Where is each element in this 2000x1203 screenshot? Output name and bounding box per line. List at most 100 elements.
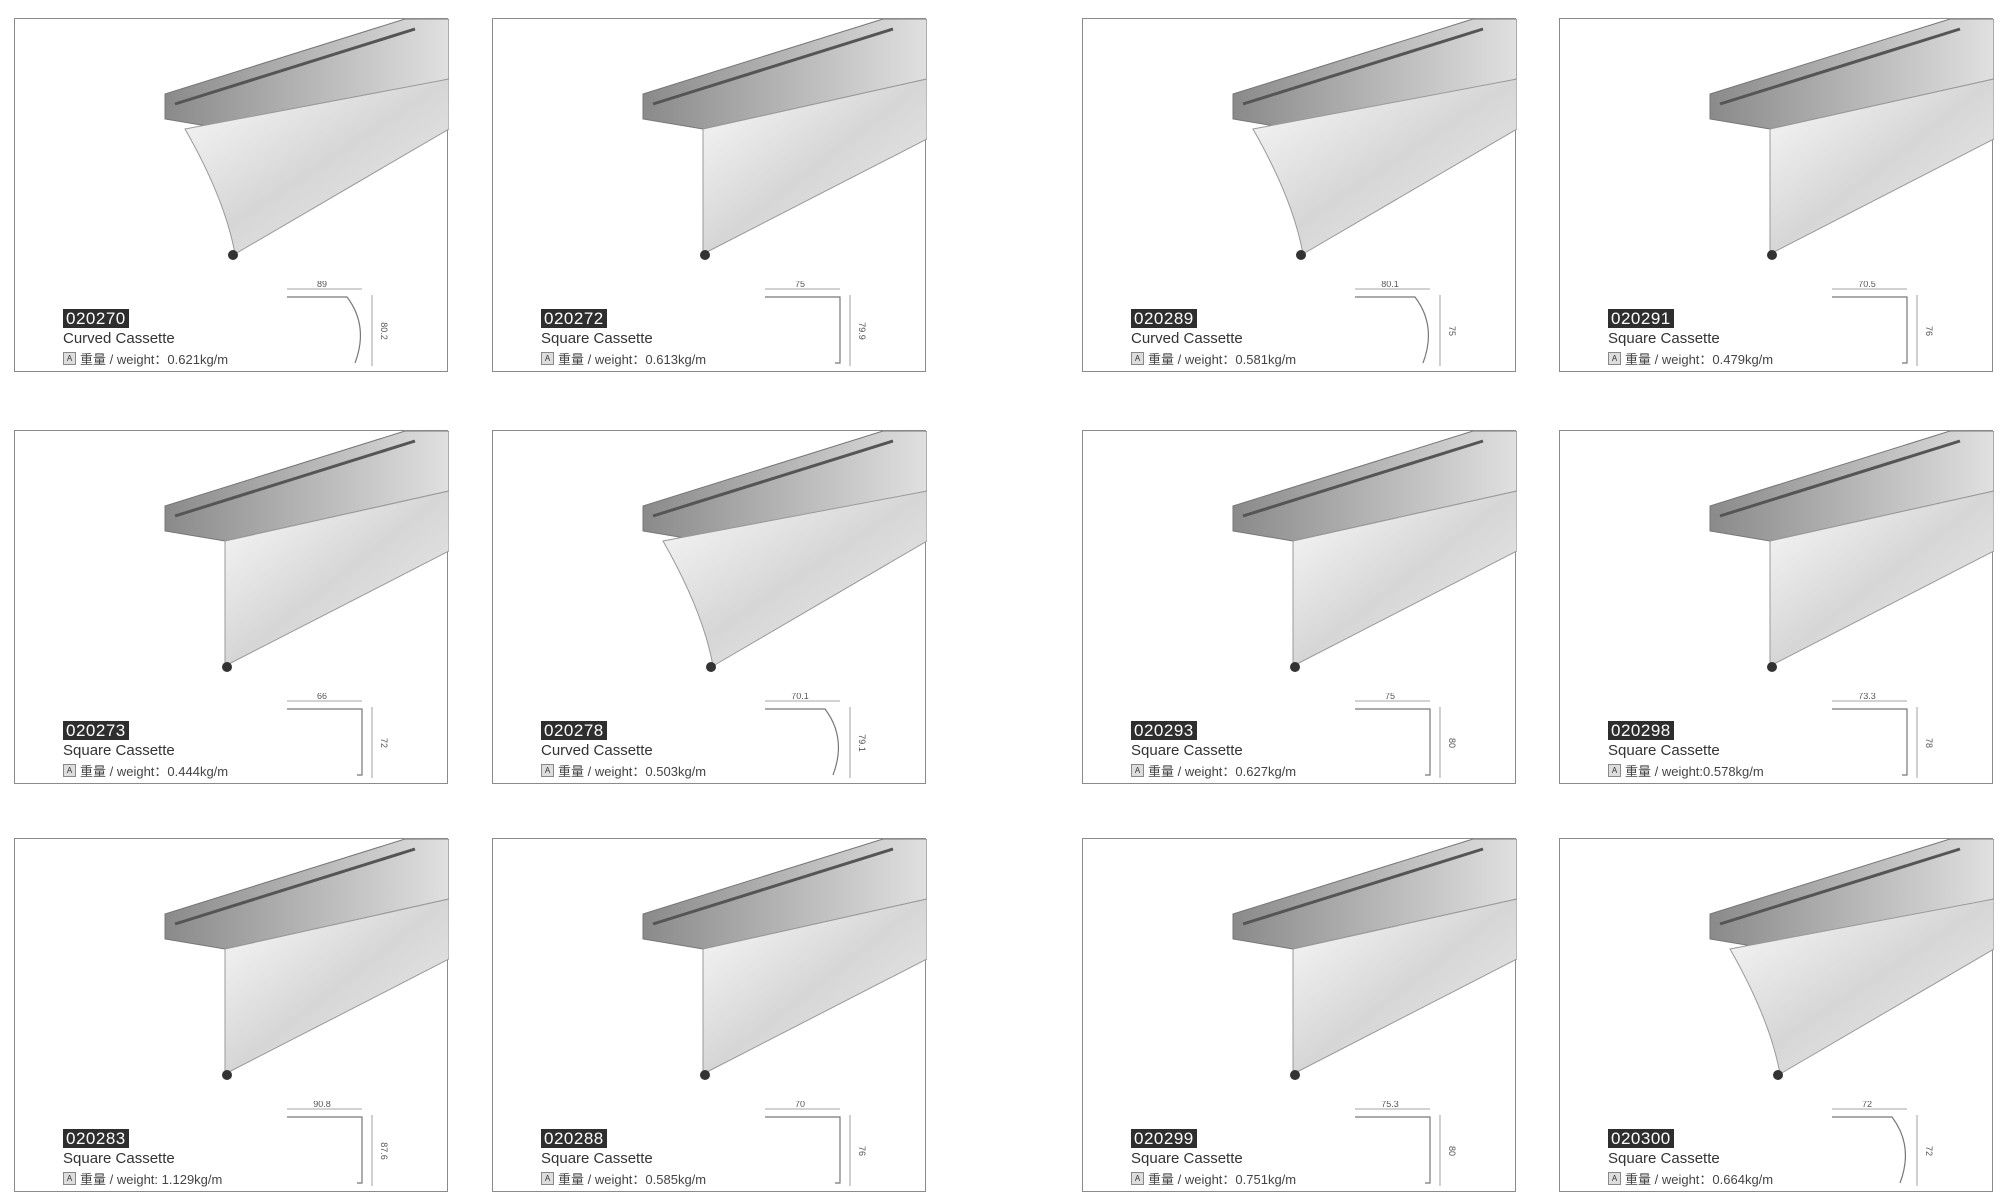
weight-icon: A — [541, 352, 554, 365]
weight-icon: A — [1608, 764, 1621, 777]
dimension-width: 75 — [795, 281, 805, 289]
dimension-height: 72 — [1924, 1146, 1934, 1156]
product-name: Square Cassette — [541, 1150, 653, 1167]
product-name: Square Cassette — [1131, 742, 1243, 759]
weight-icon: A — [1608, 352, 1621, 365]
cross-section-drawing: 72 72 — [1832, 1101, 1934, 1186]
product-name: Square Cassette — [1608, 742, 1720, 759]
product-name: Curved Cassette — [541, 742, 653, 759]
weight-icon: A — [541, 1172, 554, 1185]
product-name: Square Cassette — [1131, 1150, 1243, 1167]
cross-section-drawing: 75 79.9 — [765, 281, 867, 366]
dimension-width: 89 — [317, 281, 327, 289]
cross-section-drawing: 89 80.2 — [287, 281, 389, 366]
dimension-width: 70.1 — [791, 693, 809, 701]
dimension-width: 75 — [1385, 693, 1395, 701]
weight-icon: A — [63, 1172, 76, 1185]
dimension-height: 87.6 — [379, 1142, 389, 1160]
dimension-width: 72 — [1862, 1101, 1872, 1109]
product-code: 020293 — [1131, 721, 1197, 740]
dimension-height: 72 — [379, 738, 389, 748]
weight-icon: A — [1131, 764, 1144, 777]
dimension-width: 66 — [317, 693, 327, 701]
product-code: 020291 — [1608, 309, 1674, 328]
product-code: 020273 — [63, 721, 129, 740]
cross-section-drawing: 73.3 78 — [1832, 693, 1934, 778]
profile-image — [1232, 19, 1517, 260]
product-name: Curved Cassette — [1131, 330, 1243, 347]
product-code: 020289 — [1131, 309, 1197, 328]
profile-image — [642, 431, 927, 672]
cross-section-drawing: 75.3 80 — [1355, 1101, 1457, 1186]
weight-icon: A — [63, 764, 76, 777]
profile-image — [1232, 839, 1517, 1080]
weight-icon: A — [63, 352, 76, 365]
product-code: 020270 — [63, 309, 129, 328]
product-code: 020300 — [1608, 1129, 1674, 1148]
product-code: 020278 — [541, 721, 607, 740]
profile-image — [642, 839, 927, 1080]
cross-section-drawing: 70.1 79.1 — [765, 693, 867, 778]
product-name: Square Cassette — [1608, 1150, 1720, 1167]
profile-image — [642, 19, 927, 260]
product-code: 020272 — [541, 309, 607, 328]
profile-image — [164, 431, 449, 672]
dimension-width: 73.3 — [1858, 693, 1876, 701]
product-code: 020299 — [1131, 1129, 1197, 1148]
dimension-height: 78 — [1924, 738, 1934, 748]
dimension-height: 80 — [1447, 1146, 1457, 1156]
dimension-height: 76 — [1924, 326, 1934, 336]
profile-image — [164, 19, 449, 260]
dimension-height: 75 — [1447, 326, 1457, 336]
dimension-height: 79.1 — [857, 734, 867, 752]
product-code: 020288 — [541, 1129, 607, 1148]
cross-section-drawing: 70 76 — [765, 1101, 867, 1186]
profile-image — [1709, 839, 1994, 1080]
cross-section-drawing: 66 72 — [287, 693, 389, 778]
dimension-width: 90.8 — [313, 1101, 331, 1109]
dimension-height: 80.2 — [379, 322, 389, 340]
cross-section-drawing: 90.8 87.6 — [287, 1101, 389, 1186]
dimension-height: 76 — [857, 1146, 867, 1156]
profile-image — [1709, 19, 1994, 260]
cross-section-drawing: 80.1 75 — [1355, 281, 1457, 366]
cross-section-drawing: 70.5 76 — [1832, 281, 1934, 366]
product-name: Curved Cassette — [63, 330, 175, 347]
weight-icon: A — [1131, 352, 1144, 365]
dimension-width: 70.5 — [1858, 281, 1876, 289]
product-name: Square Cassette — [1608, 330, 1720, 347]
profile-image — [1709, 431, 1994, 672]
dimension-width: 75.3 — [1381, 1101, 1399, 1109]
weight-icon: A — [1608, 1172, 1621, 1185]
cross-section-drawing: 75 80 — [1355, 693, 1457, 778]
dimension-width: 70 — [795, 1101, 805, 1109]
dimension-width: 80.1 — [1381, 281, 1399, 289]
profile-image — [164, 839, 449, 1080]
product-code: 020283 — [63, 1129, 129, 1148]
product-name: Square Cassette — [63, 1150, 175, 1167]
product-code: 020298 — [1608, 721, 1674, 740]
